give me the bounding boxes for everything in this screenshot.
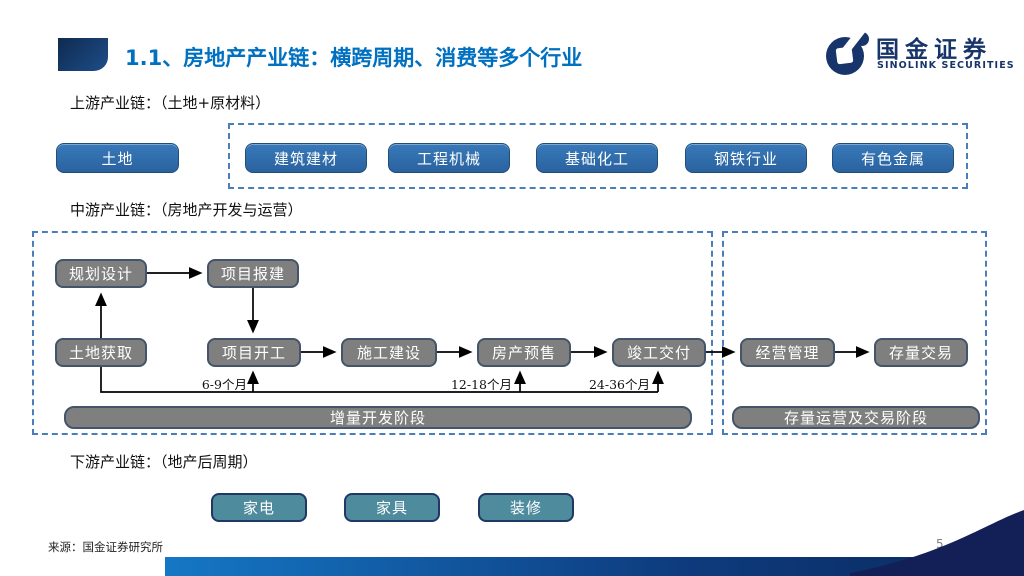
page-number: 5 (936, 537, 944, 551)
duration-label-1: 6-9个月 (201, 377, 247, 392)
upstream-item-nonferrous: 有色金属 (832, 143, 954, 173)
upstream-item-building-materials: 建筑建材 (245, 143, 367, 173)
flow-node-construction-start: 项目开工 (207, 338, 301, 367)
flow-node-presale: 房产预售 (477, 338, 571, 367)
logo-name-en: SINOLINK SECURITIES (877, 60, 1015, 71)
duration-label-2: 12-18个月 (450, 377, 512, 392)
section-label-upstream: 上游产业链：（土地+原材料） (70, 94, 271, 112)
section-label-midstream: 中游产业链：（房地产开发与运营） (70, 201, 303, 219)
flow-node-construction: 施工建设 (341, 338, 437, 367)
upstream-group-box: 建筑建材 工程机械 基础化工 钢铁行业 有色金属 (228, 123, 968, 189)
downstream-item-appliances: 家电 (211, 493, 307, 522)
upstream-item-chemicals: 基础化工 (536, 143, 658, 173)
sinolink-logo: 国金证券 SINOLINK SECURITIES (824, 30, 1014, 78)
flow-node-completion-delivery: 竣工交付 (612, 338, 706, 367)
upstream-box-land: 土地 (56, 143, 179, 173)
source-note: 来源：国金证券研究所 (48, 540, 163, 554)
downstream-item-furniture: 家具 (344, 493, 440, 522)
flow-node-planning: 规划设计 (55, 259, 147, 288)
flow-node-land-acquisition: 土地获取 (55, 338, 147, 367)
development-phase-box (32, 231, 713, 435)
section-label-downstream: 下游产业链：（地产后周期） (70, 453, 258, 471)
flow-node-stock-transaction: 存量交易 (874, 338, 968, 367)
operation-phase-box (722, 231, 987, 435)
flow-node-project-filing: 项目报建 (207, 259, 299, 288)
downstream-item-decoration: 装修 (478, 493, 574, 522)
sinolink-logo-icon (826, 31, 869, 75)
logo-name-cn: 国金证券 (876, 37, 992, 63)
footer-gradient-bar (165, 557, 1024, 576)
upstream-item-steel: 钢铁行业 (685, 143, 807, 173)
page-title: 1.1、房地产产业链：横跨周期、消费等多个行业 (125, 46, 583, 70)
stage-bar-incremental-development: 增量开发阶段 (64, 406, 692, 429)
flow-node-operation-management: 经营管理 (740, 338, 835, 367)
upstream-item-machinery: 工程机械 (388, 143, 510, 173)
duration-label-3: 24-36个月 (588, 377, 650, 392)
title-accent-bar (58, 38, 108, 71)
stage-bar-stock-operation: 存量运营及交易阶段 (732, 406, 980, 429)
